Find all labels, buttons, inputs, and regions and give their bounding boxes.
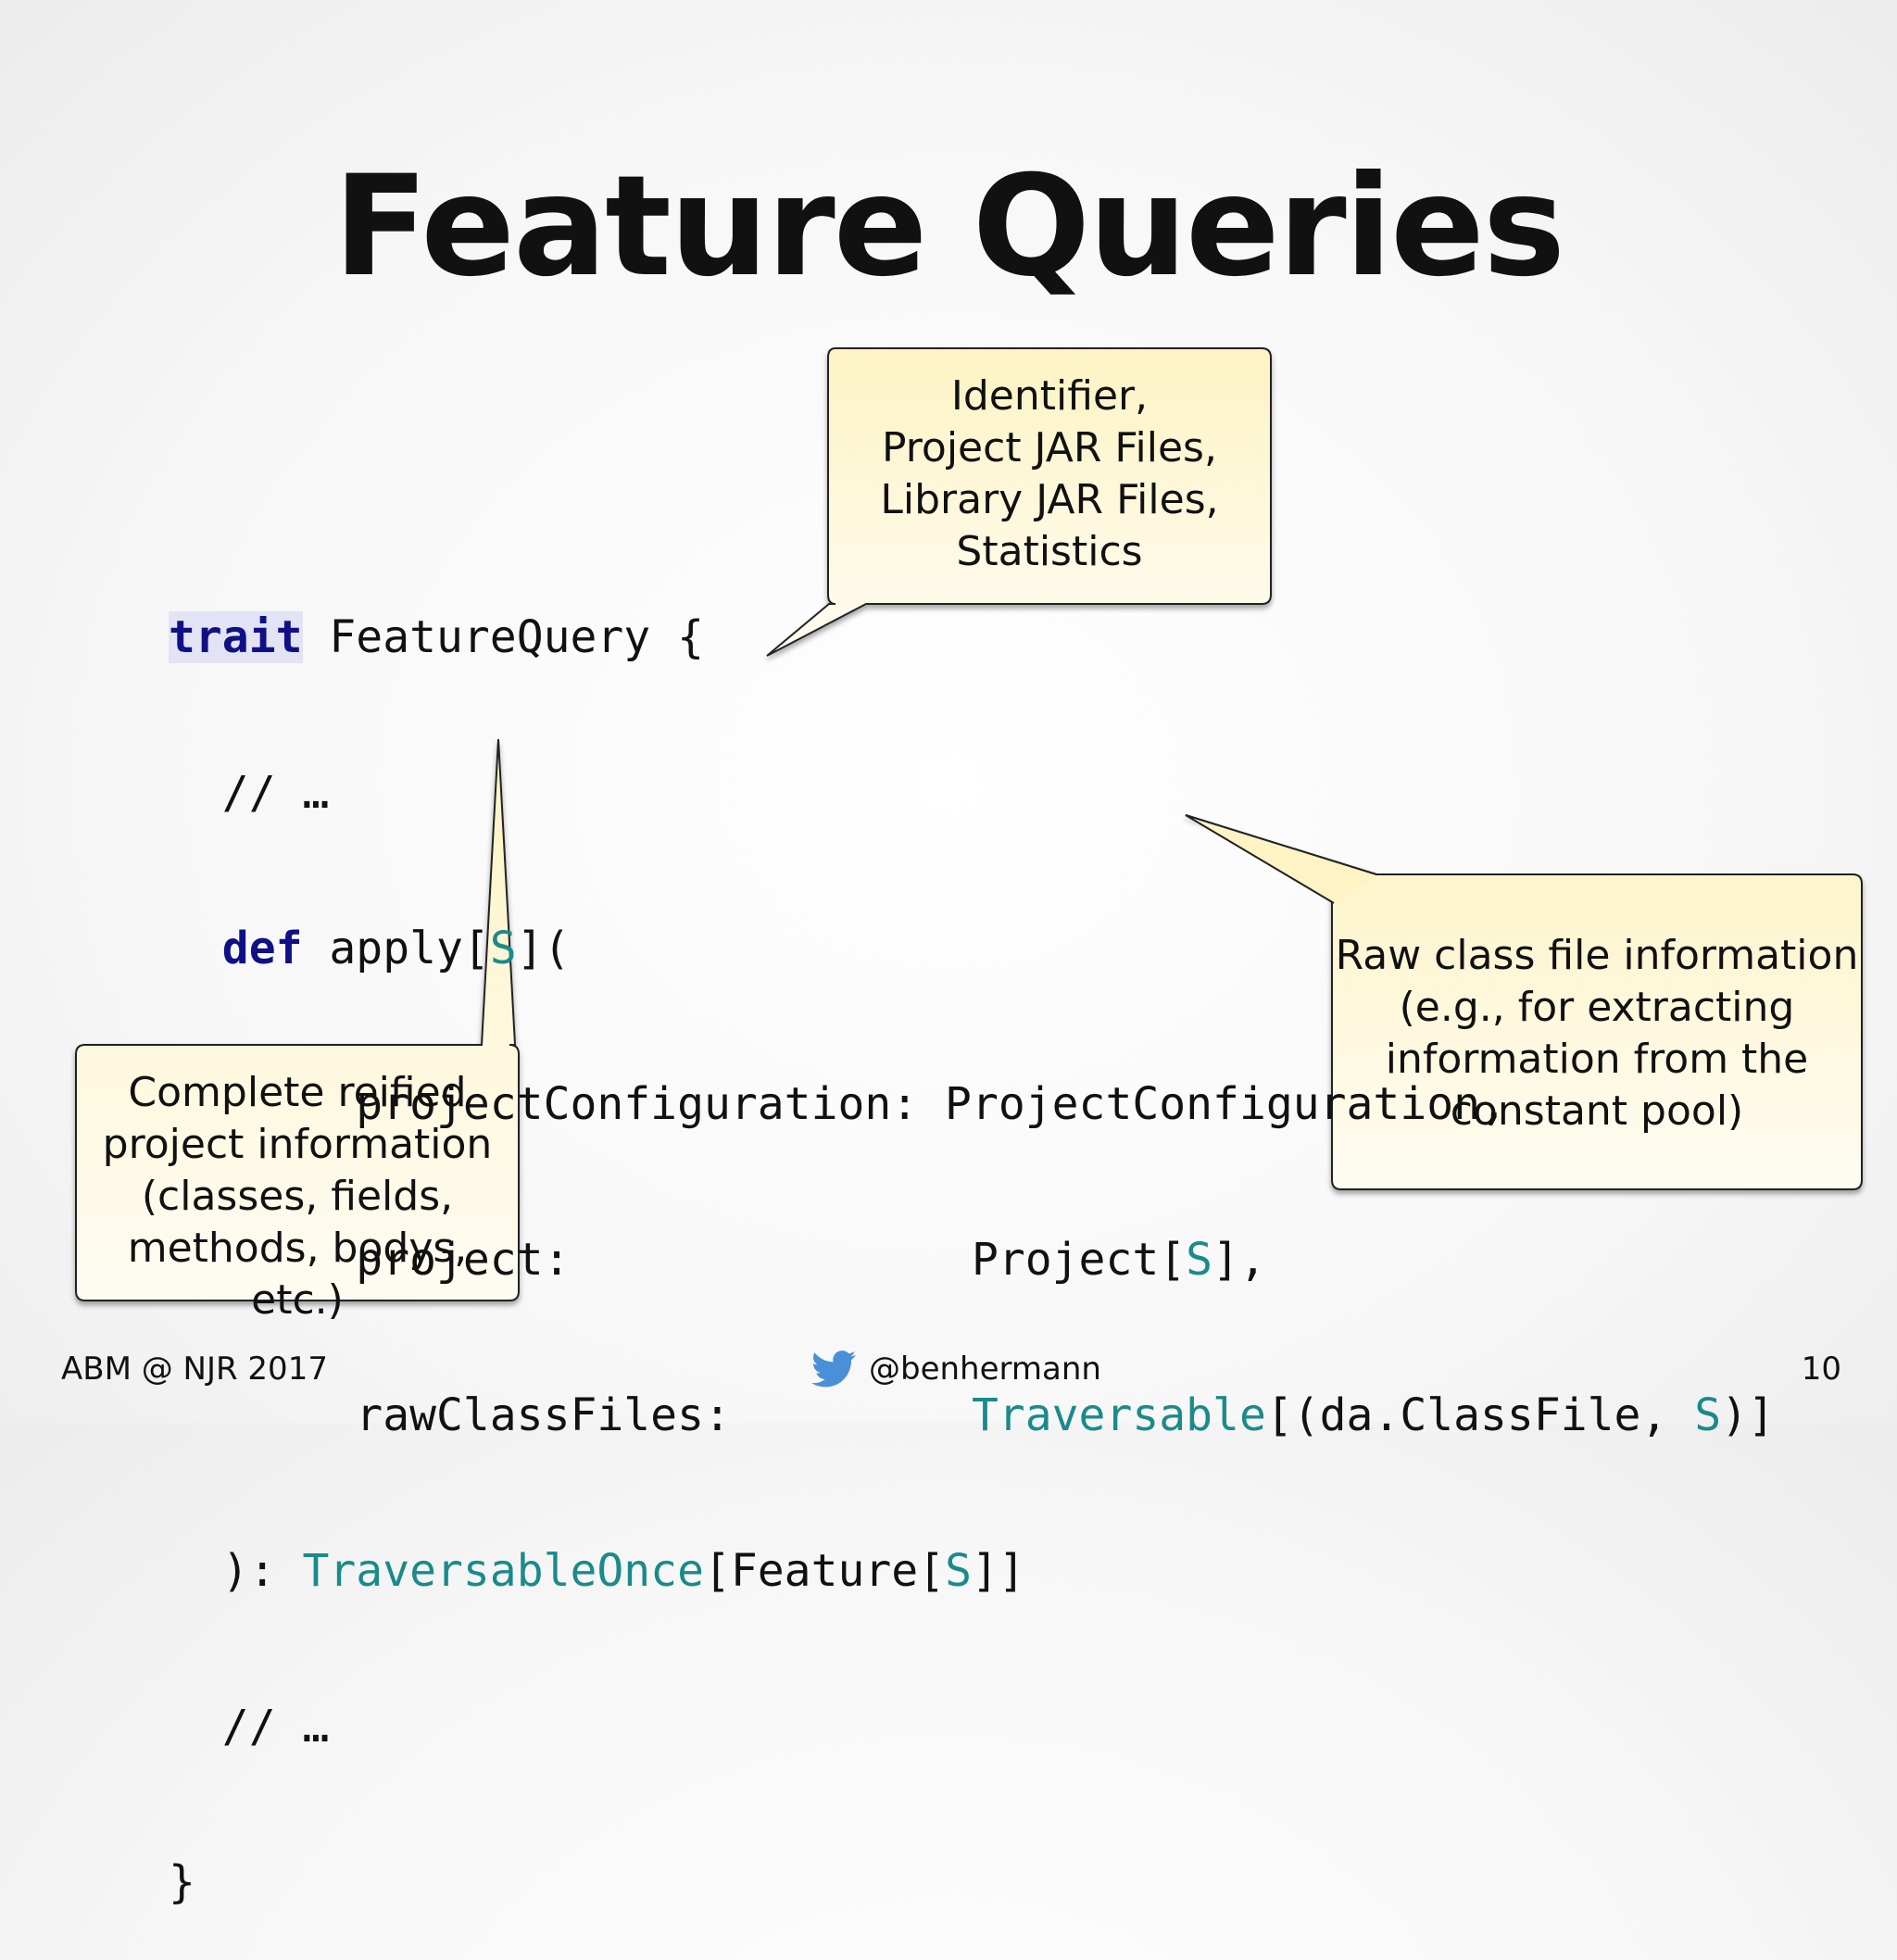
code-text: FeatureQuery { [302, 611, 704, 663]
callout-left-text: Complete reified project information (cl… [76, 1067, 519, 1326]
slide-title: Feature Queries [333, 146, 1565, 308]
code-type: Traversable [971, 1389, 1266, 1441]
code-line: trait FeatureQuery { [169, 611, 1775, 663]
code-text: [(da.ClassFile, [1265, 1389, 1695, 1441]
callout-left-bubble [75, 738, 520, 1301]
callout-top-line: Library JAR Files, [880, 476, 1219, 523]
callout-left-line: Complete reified [128, 1069, 467, 1116]
code-keyword-def: def [221, 923, 303, 974]
code-type-param: S [945, 1545, 972, 1597]
callout-top-text: Identifier, Project JAR Files, Library J… [828, 371, 1271, 578]
code-line: def apply[S]( [169, 923, 1775, 974]
callout-right-line: (e.g., for extracting [1399, 984, 1795, 1031]
code-text: [Feature[ [703, 1545, 946, 1597]
code-line: projectConfiguration: ProjectConfigurati… [169, 1078, 1507, 1130]
code-text: ], [1212, 1234, 1266, 1286]
code-line: project: Project[S], [169, 1234, 1775, 1286]
footer-event: ABM @ NJR 2017 [61, 1351, 328, 1388]
code-text: rawClassFiles: [169, 1389, 972, 1441]
code-keyword-trait: trait [169, 611, 303, 663]
code-block: trait FeatureQuery { // … def apply[S]( … [169, 508, 1775, 1960]
code-type-param: S [489, 923, 517, 974]
callout-right-pointer [1185, 814, 1377, 904]
code-comment: // … [169, 767, 330, 819]
code-type: TraversableOnce [302, 1545, 704, 1597]
code-indent [169, 923, 222, 974]
callout-right-line: information from the [1385, 1036, 1809, 1083]
callout-top-line: Statistics [956, 528, 1143, 575]
code-text: project: Project[ [169, 1234, 1187, 1286]
code-text: ]( [516, 923, 571, 974]
callout-left-line: methods, bodys, etc.) [127, 1225, 468, 1324]
callout-left-line: project information [102, 1121, 493, 1168]
code-type-param: S [1186, 1234, 1213, 1286]
callout-top-bubble [766, 347, 1272, 657]
callout-right-text: Raw class file information (e.g., for ex… [1332, 930, 1862, 1137]
footer-twitter[interactable]: @benhermann [811, 1348, 1101, 1390]
code-line: rawClassFiles: Traversable[(da.ClassFile… [169, 1389, 1775, 1441]
code-type-param: S [1694, 1389, 1722, 1441]
callout-top-line: Project JAR Files, [882, 424, 1217, 471]
callout-right-line: constant pool) [1450, 1087, 1744, 1135]
code-text: ): [169, 1545, 303, 1597]
callout-shapes [75, 347, 1863, 1301]
code-text: apply[ [302, 923, 490, 974]
callout-left-line: (classes, fields, [141, 1173, 454, 1220]
twitter-handle: @benhermann [869, 1351, 1101, 1388]
code-text: ]] [971, 1545, 1025, 1597]
code-line: ): TraversableOnce[Feature[S]] [169, 1545, 1775, 1597]
page-number: 10 [1801, 1351, 1841, 1388]
callout-right-line: Raw class file information [1335, 932, 1859, 979]
code-line: } [169, 1856, 195, 1908]
twitter-bird-icon [811, 1351, 856, 1388]
code-comment: // … [169, 1701, 330, 1753]
callout-top-line: Identifier, [950, 372, 1149, 420]
code-text: )] [1721, 1389, 1775, 1441]
